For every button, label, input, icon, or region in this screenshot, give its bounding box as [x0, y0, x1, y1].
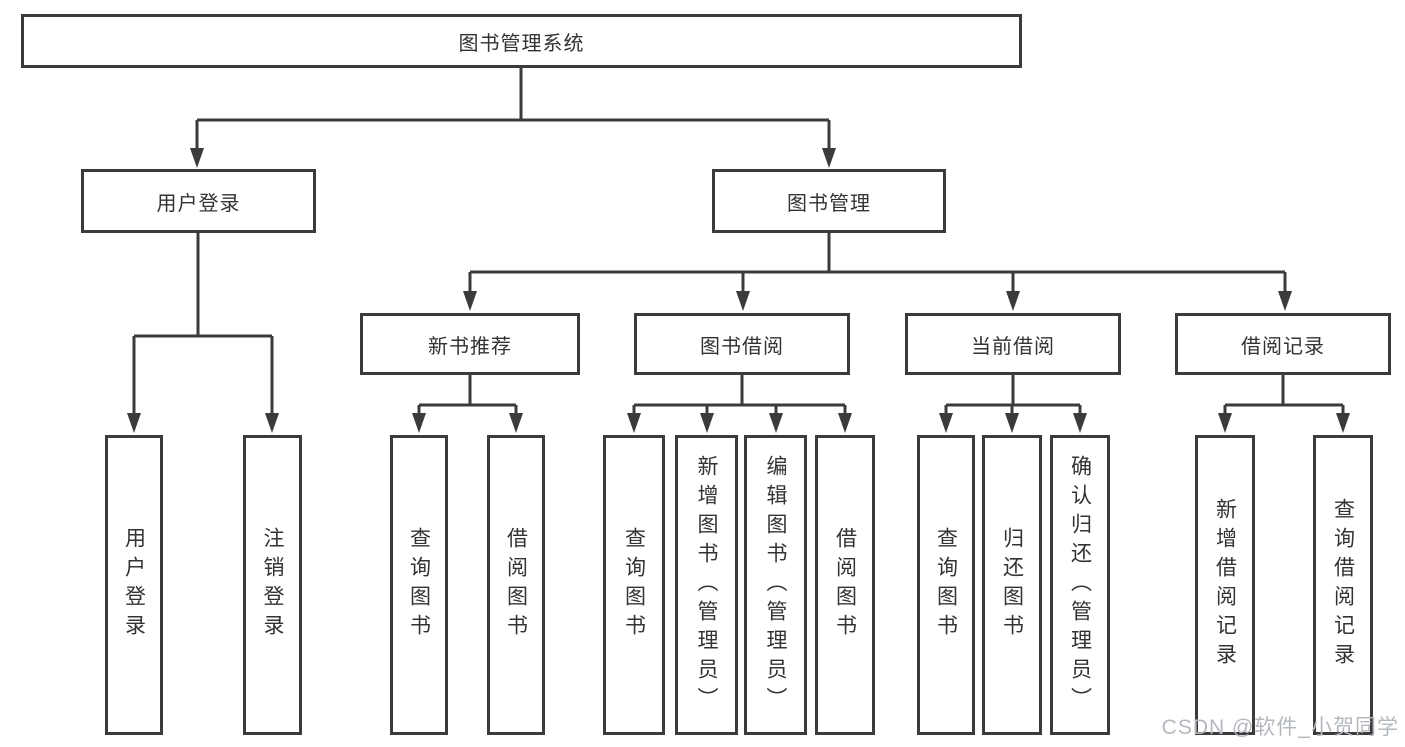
node-new-book-recommend: 新书推荐	[360, 313, 580, 375]
leaf-return-books: 归还图书	[982, 435, 1042, 735]
leaf-confirm-return-admin: 确认归还（管理员）	[1050, 435, 1110, 735]
leaf-query-books-recommend: 查询图书	[390, 435, 448, 735]
leaf-query-borrow-record: 查询借阅记录	[1313, 435, 1373, 735]
csdn-watermark: CSDN @软件_小贺同学	[1161, 716, 1399, 739]
node-book-borrowing: 图书借阅	[634, 313, 850, 375]
leaf-add-borrow-record: 新增借阅记录	[1195, 435, 1255, 735]
node-book-management: 图书管理	[712, 169, 946, 233]
leaf-add-books-admin: 新增图书（管理员）	[675, 435, 738, 735]
leaf-logout: 注销登录	[243, 435, 302, 735]
leaf-query-books-current: 查询图书	[917, 435, 975, 735]
node-root: 图书管理系统	[21, 14, 1022, 68]
leaf-user-login: 用户登录	[105, 435, 163, 735]
node-current-borrowing: 当前借阅	[905, 313, 1121, 375]
leaf-edit-books-admin: 编辑图书（管理员）	[744, 435, 807, 735]
leaf-borrow-books-recommend: 借阅图书	[487, 435, 545, 735]
leaf-borrow-books: 借阅图书	[815, 435, 875, 735]
node-user-login: 用户登录	[81, 169, 316, 233]
node-borrowing-records: 借阅记录	[1175, 313, 1391, 375]
leaf-query-books-borrow: 查询图书	[603, 435, 665, 735]
